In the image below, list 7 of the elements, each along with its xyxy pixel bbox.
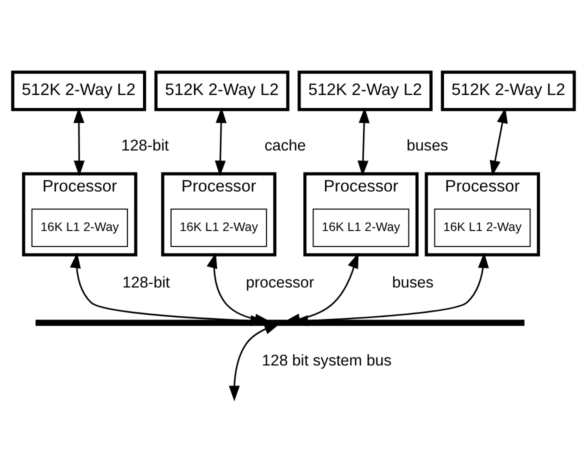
- label: cache: [264, 138, 306, 155]
- label: buses: [406, 138, 448, 155]
- label: processor: [246, 274, 314, 292]
- label: 128-bit: [122, 274, 170, 292]
- label: 128 bit system bus: [262, 352, 392, 370]
- label: 128-bit: [121, 138, 169, 155]
- label: buses: [392, 274, 434, 292]
